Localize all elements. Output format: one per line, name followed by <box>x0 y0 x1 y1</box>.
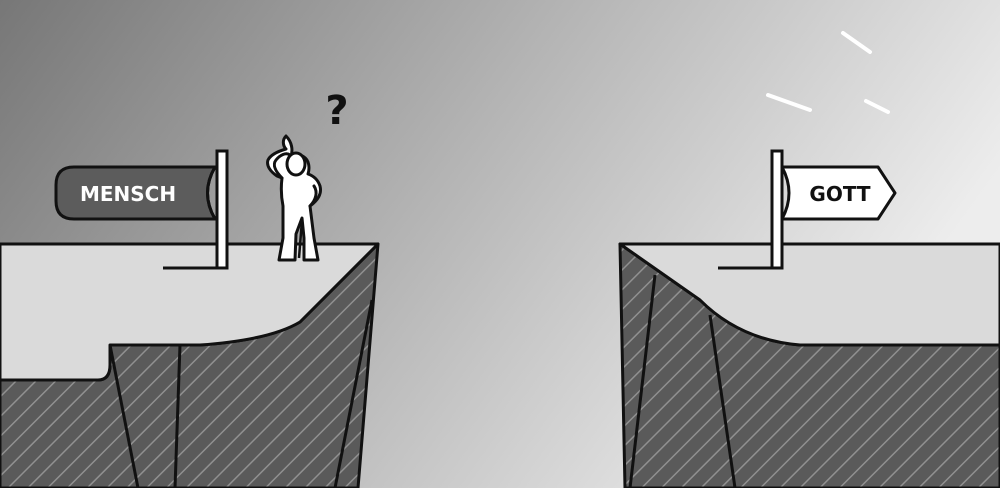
left-cliff <box>0 244 378 488</box>
sign-mensch-label: MENSCH <box>80 182 176 206</box>
question-mark: ? <box>325 88 348 134</box>
right-cliff <box>620 244 1000 488</box>
signpost-mensch-pole <box>217 151 227 268</box>
sign-gott-label: GOTT <box>809 182 871 206</box>
signpost-gott-pole <box>772 151 782 268</box>
